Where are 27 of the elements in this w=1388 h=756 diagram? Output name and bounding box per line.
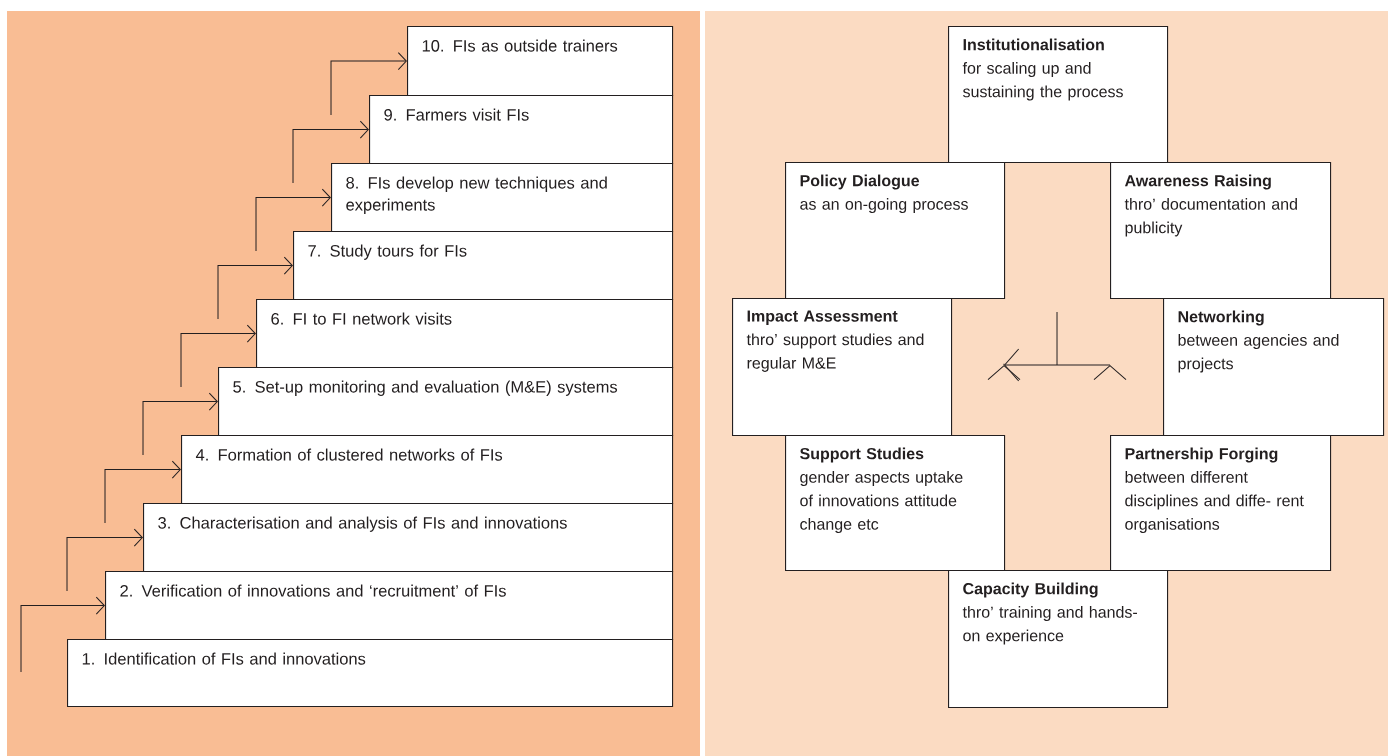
strategy-box: Capacity Building thro’ training and hands-on experience — [948, 570, 1169, 709]
step-box: 2. Verification of innovations and ‘recruitment’ of FIs — [105, 571, 674, 641]
strategy-box: Partnership Forging between different disciplines and diffe- rent organisations — [1110, 435, 1332, 572]
arrow — [330, 52, 407, 116]
step-box: 1. Identification of FIs and innovations — [67, 639, 674, 708]
step-box: 3. Characterisation and analysis of FIs and innovations — [143, 503, 674, 573]
strategy-box: Institutionalisation for scaling up and sustaining the process — [948, 26, 1169, 164]
arrow — [217, 256, 293, 320]
step-box: 7. Study tours for FIs — [293, 231, 674, 301]
arrow — [66, 528, 143, 592]
strategy-box: Awareness Raising thro’ documentation and publicity — [1110, 162, 1332, 300]
step-box: 6. FI to FI network visits — [256, 299, 674, 369]
arrow — [20, 596, 105, 673]
arrow — [255, 188, 331, 252]
arrow — [142, 392, 218, 456]
strategy-box: Policy Dialogue as an on-going process — [785, 162, 1006, 300]
arrow — [180, 324, 256, 388]
strategy-box: Support Studies gender aspects uptake of innovations attitude change etc — [785, 435, 1006, 572]
strategy-box: Impact Assessment thro’ support studies and regular M&E — [732, 298, 953, 437]
step-box: 10. FIs as outside trainers — [407, 26, 674, 97]
step-box: 8. FIs develop new techniques and experiments — [331, 163, 674, 233]
arrow — [104, 460, 181, 524]
step-box: 4. Formation of clustered networks of FIs — [181, 435, 674, 505]
arrow — [292, 120, 369, 184]
strategy-box: Networking between agencies and projects — [1163, 298, 1385, 437]
step-box: 9. Farmers visit FIs — [369, 95, 674, 165]
step-box: 5. Set-up monitoring and evaluation (M&E) systems — [218, 367, 674, 437]
